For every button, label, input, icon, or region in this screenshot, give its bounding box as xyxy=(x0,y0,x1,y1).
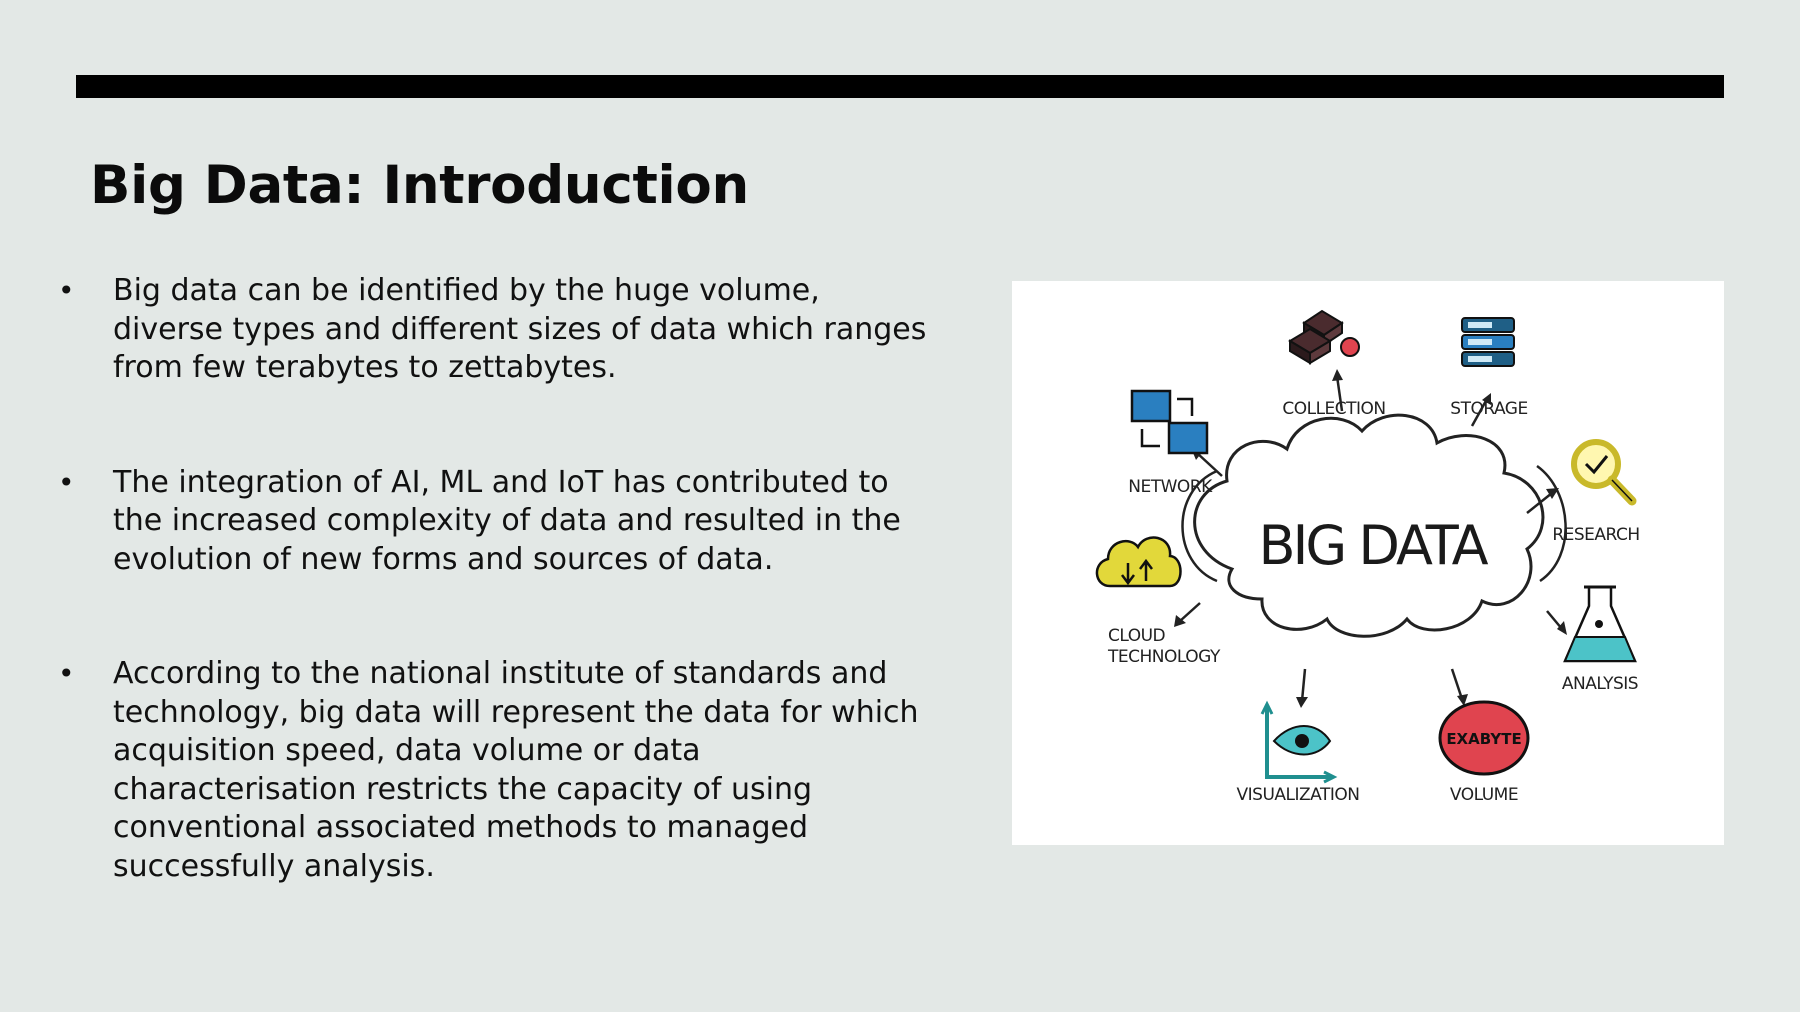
arrowhead-visualization xyxy=(1296,697,1308,708)
bullet-dot: • xyxy=(58,274,75,307)
arrowhead-volume xyxy=(1457,694,1468,706)
visualization-icon xyxy=(1260,700,1338,784)
collection-icon xyxy=(1288,309,1360,365)
storage-label: STORAGE xyxy=(1450,399,1527,419)
cloud-outline xyxy=(1193,413,1545,638)
bullet-item: • The integration of AI, ML and IoT has … xyxy=(58,464,938,580)
cloud-label-line1: CLOUD xyxy=(1108,626,1166,646)
central-cloud: BIG DATA xyxy=(1181,413,1567,638)
bullet-list: • Big data can be identified by the huge… xyxy=(58,272,938,886)
bullet-dot: • xyxy=(58,465,75,499)
bullet-dot: • xyxy=(58,657,75,690)
bullet-text: Big data can be identified by the huge v… xyxy=(113,273,927,385)
cloud-icon xyxy=(1095,536,1182,588)
bullet-item: • Big data can be identified by the huge… xyxy=(58,272,938,388)
arrowhead-storage xyxy=(1482,393,1491,405)
big-data-label: BIG DATA xyxy=(1258,514,1488,577)
network-icon xyxy=(1130,389,1209,455)
collection-label: COLLECTION xyxy=(1282,399,1385,419)
visualization-label: VISUALIZATION xyxy=(1237,785,1360,805)
cloud-accent-right xyxy=(1536,464,1567,583)
bullet-text: According to the national institute of s… xyxy=(113,656,919,884)
cloud-accent-left xyxy=(1181,469,1218,583)
arrow-research xyxy=(1526,492,1553,514)
storage-icon xyxy=(1461,317,1515,367)
arrowhead-analysis xyxy=(1557,621,1567,635)
arrowhead-collection xyxy=(1332,369,1343,381)
analysis-label: ANALYSIS xyxy=(1562,674,1638,694)
arrow-visualization xyxy=(1300,668,1307,702)
volume-badge-text: EXABYTE xyxy=(1446,730,1521,748)
network-label: NETWORK xyxy=(1128,477,1213,497)
big-data-illustration: BIG DATA xyxy=(1012,281,1724,845)
volume-icon: EXABYTE xyxy=(1438,700,1530,776)
research-label: RESEARCH xyxy=(1552,525,1639,545)
bullet-item: • According to the national institute of… xyxy=(58,655,938,886)
arrow-network xyxy=(1196,452,1223,477)
arrow-volume xyxy=(1450,668,1464,700)
title-bar-accent xyxy=(76,75,1724,98)
arrowhead-cloud xyxy=(1174,615,1186,627)
analysis-icon xyxy=(1563,585,1637,663)
arrow-collection xyxy=(1335,375,1344,412)
research-icon xyxy=(1571,439,1637,506)
bullet-text: The integration of AI, ML and IoT has co… xyxy=(113,464,901,577)
arrow-cloud xyxy=(1179,602,1201,622)
arrow-analysis xyxy=(1546,610,1563,630)
cloud-label-line2: TECHNOLOGY xyxy=(1107,647,1221,667)
arrowhead-research xyxy=(1546,488,1559,499)
volume-label: VOLUME xyxy=(1450,785,1518,805)
arrows xyxy=(1179,375,1563,702)
slide-title: Big Data: Introduction xyxy=(90,155,749,216)
arrow-storage xyxy=(1470,398,1489,427)
big-data-diagram: BIG DATA xyxy=(1095,309,1640,805)
